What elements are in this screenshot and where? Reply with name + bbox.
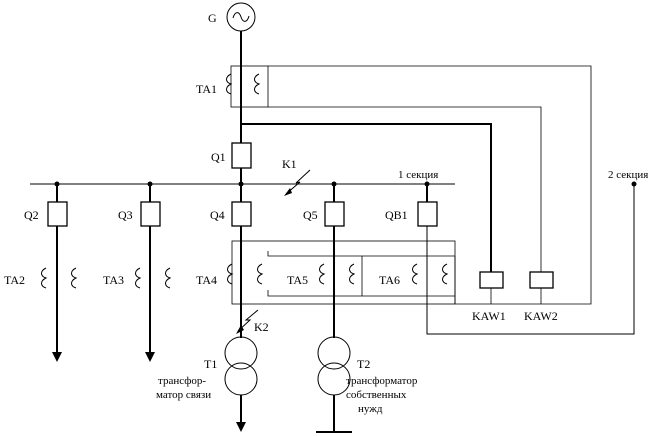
relay-kaw1 — [479, 271, 504, 289]
label-section1: 1 секция — [398, 169, 438, 181]
ta2-current-transformer — [41, 267, 78, 289]
label-k1: K1 — [282, 157, 297, 171]
ta1-wire-kaw2 — [268, 106, 542, 273]
label-k2: K2 — [254, 320, 269, 334]
label-ta2: TA2 — [4, 273, 25, 287]
label-q3: Q3 — [118, 208, 133, 222]
ta1-wire-kaw1 — [241, 123, 492, 272]
sine-icon — [232, 12, 250, 22]
breaker-q1 — [231, 142, 252, 169]
label-ta6: TA6 — [379, 273, 400, 287]
ta5-current-transformer — [319, 263, 356, 285]
label-t1-desc-2: матор связи — [156, 389, 211, 401]
label-section2: 2 секция — [608, 169, 648, 181]
arrow-down-icon — [145, 352, 155, 362]
arrow-down-icon — [52, 352, 62, 362]
ct-group-box — [231, 240, 456, 305]
label-t2-desc-3: нужд — [358, 403, 383, 415]
label-generator: G — [208, 11, 217, 25]
label-t2-desc-1: трансформатор — [346, 375, 418, 387]
label-kaw2: KAW2 — [524, 309, 558, 323]
label-ta3: TA3 — [103, 273, 124, 287]
breaker-q5 — [324, 201, 345, 227]
label-q5: Q5 — [303, 208, 318, 222]
ta3-current-transformer — [135, 267, 172, 289]
breaker-qb1 — [417, 201, 438, 227]
label-t2-desc-2: собственных — [346, 389, 407, 401]
breaker-q4 — [231, 201, 252, 227]
label-ta1: TA1 — [196, 82, 217, 96]
label-ta5: TA5 — [287, 273, 308, 287]
breaker-q2 — [47, 201, 68, 227]
label-t1: T1 — [204, 357, 217, 371]
label-q2: Q2 — [24, 208, 39, 222]
ta1-current-transformer — [226, 65, 269, 108]
ta6-current-transformer — [412, 263, 449, 285]
label-q4: Q4 — [210, 208, 225, 222]
label-kaw1: KAW1 — [472, 309, 506, 323]
breaker-q3 — [140, 201, 161, 227]
arrow-down-icon — [236, 422, 246, 432]
transformer-t1 — [224, 336, 258, 396]
label-t1-desc-1: трансфор- — [158, 375, 206, 387]
label-q1: Q1 — [211, 150, 226, 164]
label-ta4: TA4 — [196, 273, 217, 287]
ta4-current-transformer — [227, 263, 264, 285]
label-t2: T2 — [357, 357, 370, 371]
ta1-wire-outer — [268, 65, 592, 305]
qb1-link-to-section2 — [426, 184, 635, 335]
relay-kaw2 — [529, 271, 554, 289]
label-qb1: QB1 — [385, 208, 408, 222]
fault-k1-icon — [284, 169, 311, 196]
fault-k2-icon — [236, 309, 259, 334]
